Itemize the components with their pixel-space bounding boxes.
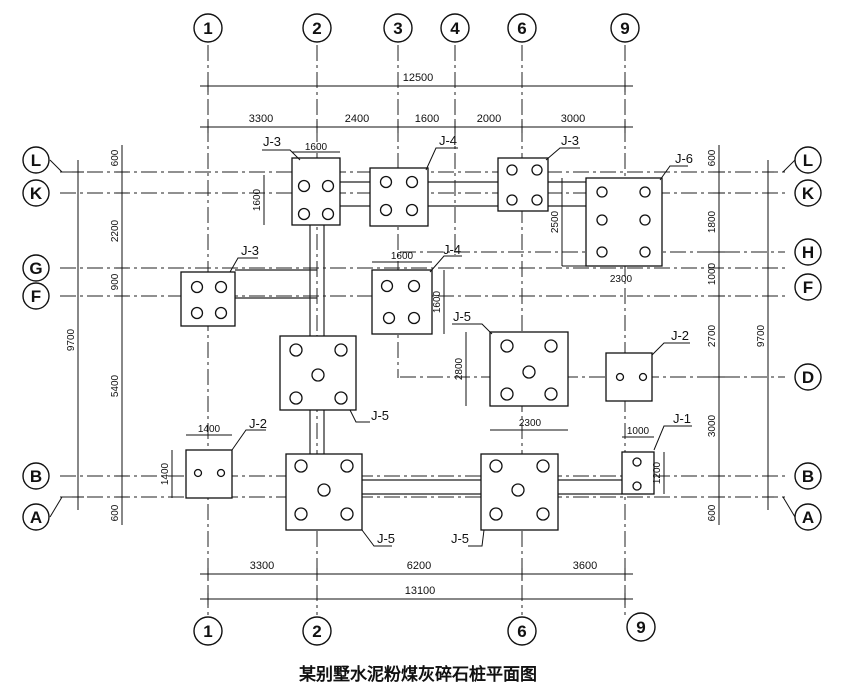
dim-j4-mid-w: 1600	[391, 251, 414, 262]
axis-label-top-9: 9	[620, 19, 629, 38]
axis-label-bottom-1: 1	[203, 622, 212, 641]
tag-j2-a: J-2	[671, 328, 689, 343]
dimension-texts: 12500 3300 2400 1600 2000 3000 3300 6200…	[198, 72, 650, 597]
tag-j5-c: J-5	[377, 531, 395, 546]
tag-j1: J-1	[673, 411, 691, 426]
axis-labels: 1 2 3 4 6 9 1 2 6 9 L K G F B A L K H F …	[29, 19, 814, 641]
axis-label-right-D: D	[802, 368, 814, 387]
dim-left-seg-4: 5400	[110, 374, 121, 397]
dim-j1-h: 1200	[652, 461, 663, 484]
dim-j6-w: 2300	[610, 274, 633, 285]
tag-j6: J-6	[675, 151, 693, 166]
dim-j3-top-h: 1600	[252, 188, 263, 211]
dim-right-total: 9700	[756, 324, 767, 347]
axis-label-left-L: L	[31, 151, 41, 170]
piles	[190, 164, 651, 521]
axis-label-top-3: 3	[393, 19, 402, 38]
dim-right-seg-3: 1000	[707, 262, 718, 285]
axis-label-bottom-9: 9	[636, 618, 645, 637]
axis-label-bottom-2: 2	[312, 622, 321, 641]
dim-right-seg-1: 600	[707, 149, 718, 166]
dimension-lines	[72, 80, 774, 605]
dim-j6-h: 2500	[550, 210, 561, 233]
dim-right-seg-4: 2700	[707, 324, 718, 347]
dim-j2-left-h: 1400	[160, 462, 171, 485]
tag-j2-b: J-2	[249, 416, 267, 431]
tag-j4-b: J-4	[443, 242, 461, 257]
dim-top-seg-3: 1600	[415, 113, 439, 125]
axis-bubbles	[22, 13, 822, 646]
dim-bottom-seg-1: 3300	[250, 560, 274, 572]
dim-j4-mid-h: 1600	[432, 290, 443, 313]
dim-j5-right-w: 2300	[519, 418, 542, 429]
axis-label-right-L: L	[803, 151, 813, 170]
axis-label-right-B: B	[802, 467, 814, 486]
leader-lines	[229, 147, 692, 547]
axis-label-left-A: A	[30, 508, 42, 527]
dim-left-total: 9700	[66, 328, 77, 351]
beam-lines	[235, 181, 622, 495]
cap-j4-mid	[371, 269, 433, 335]
axis-label-left-K: K	[30, 184, 43, 203]
tag-j5-d: J-5	[451, 531, 469, 546]
dim-left-seg-1: 600	[110, 149, 121, 166]
cap-tags: J-3 J-4 J-3 J-6 J-3 J-4 J-5 J-2 J-5 J-2 …	[241, 133, 693, 546]
drawing-title: 某别墅水泥粉煤灰碎石桩平面图	[299, 664, 537, 685]
dim-bottom-total: 13100	[405, 585, 436, 597]
dim-j3-top-w: 1600	[305, 142, 328, 153]
axis-label-right-K: K	[802, 184, 815, 203]
axis-label-left-F: F	[31, 287, 41, 306]
dim-right-seg-6: 600	[707, 504, 718, 521]
dim-right-seg-2: 1800	[707, 210, 718, 233]
dim-left-seg-5: 600	[110, 504, 121, 521]
dim-j2-left-w: 1400	[198, 424, 221, 435]
cap-j3-left	[180, 271, 236, 327]
dim-top-seg-4: 2000	[477, 113, 501, 125]
pile-caps	[180, 157, 663, 531]
axis-label-top-6: 6	[517, 19, 526, 38]
tag-j5-b: J-5	[371, 408, 389, 423]
dim-left-seg-2: 2200	[110, 219, 121, 242]
axis-label-right-A: A	[802, 508, 814, 527]
dim-j1-w: 1000	[627, 426, 650, 437]
axis-label-left-G: G	[29, 259, 42, 278]
axis-label-bottom-6: 6	[517, 622, 526, 641]
tag-j4-a: J-4	[439, 133, 457, 148]
axis-extensions	[49, 159, 796, 518]
dim-top-seg-5: 3000	[561, 113, 585, 125]
tag-j3-b: J-3	[561, 133, 579, 148]
axis-label-left-B: B	[30, 467, 42, 486]
dim-top-seg-1: 3300	[249, 113, 273, 125]
dim-j5-right-h: 2800	[454, 357, 465, 380]
dim-bottom-seg-3: 3600	[573, 560, 597, 572]
tag-j3-a: J-3	[263, 134, 281, 149]
axis-label-top-4: 4	[450, 19, 460, 38]
axis-label-right-H: H	[802, 243, 814, 262]
axis-label-top-1: 1	[203, 19, 212, 38]
cap-j2-left	[185, 449, 233, 499]
dimension-texts-vertical: 600 2200 900 5400 600 9700 600 1800 1000…	[66, 149, 767, 521]
dim-right-seg-5: 3000	[707, 414, 718, 437]
cap-j4-top	[369, 167, 429, 227]
dim-left-seg-3: 900	[110, 273, 121, 290]
dim-top-seg-2: 2400	[345, 113, 369, 125]
axis-label-top-2: 2	[312, 19, 321, 38]
axis-label-right-F: F	[803, 278, 813, 297]
dim-bottom-seg-2: 6200	[407, 560, 431, 572]
dim-top-total: 12500	[403, 72, 434, 84]
tag-j5-a: J-5	[453, 309, 471, 324]
tag-j3-c: J-3	[241, 243, 259, 258]
